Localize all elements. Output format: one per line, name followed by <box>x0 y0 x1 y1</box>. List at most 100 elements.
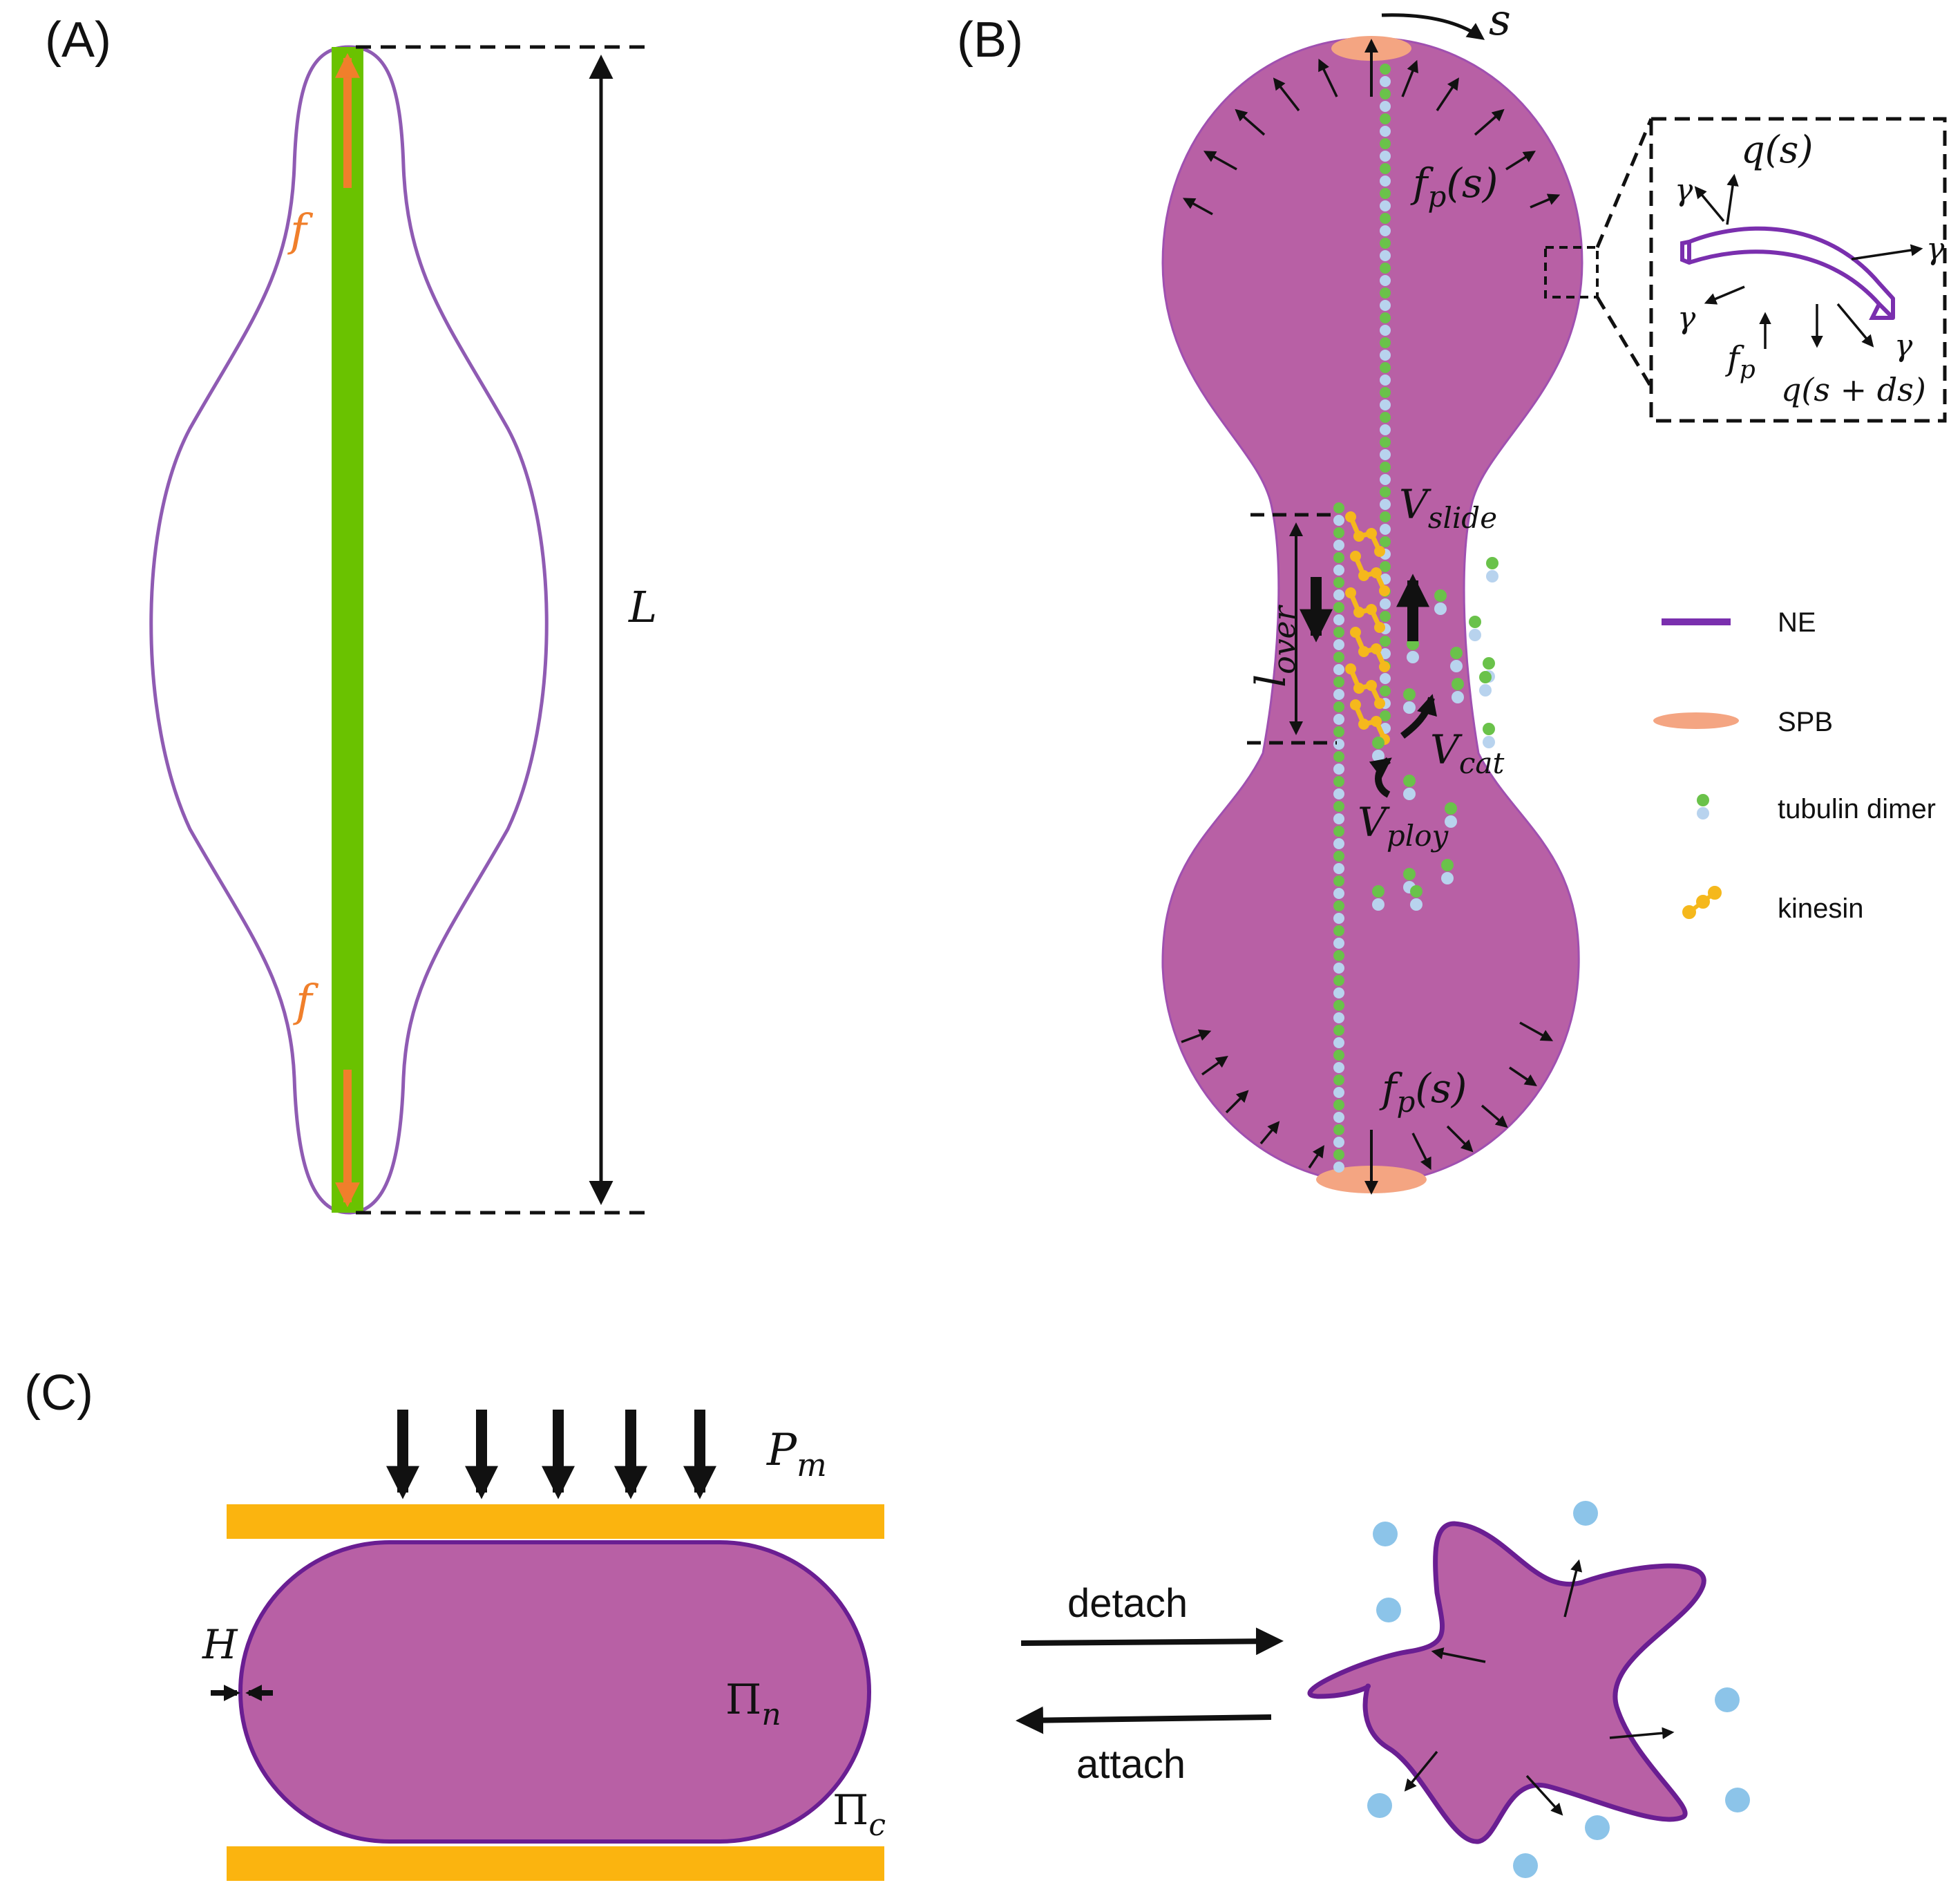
microtubule-dimer-right <box>1380 325 1391 336</box>
microtubule-dimer-right <box>1380 412 1391 423</box>
pressure-arrows-top <box>1182 58 1561 216</box>
microtubule-dimer-right <box>1380 350 1391 361</box>
catastrophe-velocity-label: Vcat <box>1430 726 1504 780</box>
inset-arrows <box>1694 173 1923 349</box>
microtubule-dimer-left <box>1333 1074 1344 1086</box>
panel-a-label: (A) <box>45 12 111 68</box>
inset-tension-label-1: γ <box>1675 173 1693 208</box>
microtubule-dimer-right <box>1380 499 1391 510</box>
free-tubulin-dimer <box>1372 885 1385 898</box>
microtubule-dimer-left <box>1333 627 1344 638</box>
microtubule-dimer-left <box>1333 1112 1344 1123</box>
kinesin-motors <box>1345 511 1390 745</box>
pressure-m-label: Pm <box>766 1425 827 1484</box>
inset-zoom-line-top <box>1595 118 1653 248</box>
legend-ne-label: NE <box>1778 607 1816 638</box>
microtubule-dimer-left <box>1333 1025 1344 1036</box>
microtubule-dimer-left <box>1333 851 1344 862</box>
free-tubulin-dimer <box>1403 775 1416 787</box>
free-tubulin-dimer <box>1441 872 1454 884</box>
legend: NE SPB tubulin dimer kinesin <box>1653 607 1936 924</box>
microtubule-dimer-left <box>1333 639 1344 650</box>
microtubule-dimer-left <box>1333 602 1344 613</box>
legend-spb-ellipse-icon <box>1653 712 1739 729</box>
free-tubulin-dimer <box>1483 723 1495 735</box>
microtubule-dimer-right <box>1380 636 1391 647</box>
osmolyte-particle <box>1376 1598 1401 1622</box>
microtubule-dimer-right <box>1380 113 1391 124</box>
microtubule-dimer-right <box>1380 200 1391 211</box>
microtubule-dimer-left <box>1333 975 1344 986</box>
microtubule-dimer-left <box>1333 1137 1344 1148</box>
microtubule-dimer-left <box>1333 900 1344 911</box>
microtubule-dimer-right <box>1380 250 1391 261</box>
free-tubulin-dimer <box>1450 647 1463 659</box>
compressed-nucleus <box>238 1540 871 1844</box>
microtubule-dimer-right <box>1380 213 1391 224</box>
arc-direction-arrow <box>1381 13 1485 40</box>
microtubule-dimer-left <box>1333 838 1344 849</box>
microtubule-dimer-left <box>1333 714 1344 725</box>
microtubule-dimer-right <box>1380 561 1391 572</box>
polymerization-velocity-label: Vploy <box>1358 799 1449 853</box>
microtubule-dimer-left <box>1333 1124 1344 1135</box>
free-tubulin-dimer <box>1450 660 1463 672</box>
pressure-arrows-bottom <box>1181 1021 1554 1171</box>
microtubule-dimer-left <box>1333 925 1344 936</box>
free-tubulin-dimer <box>1434 603 1447 615</box>
free-tubulin-dimer <box>1452 691 1464 703</box>
microtubule-dimer-right <box>1380 163 1391 174</box>
panel-c-label: (C) <box>24 1365 93 1421</box>
microtubule-dimer-left <box>1333 963 1344 974</box>
osmolyte-particle <box>1715 1687 1740 1712</box>
free-tubulin-dimer <box>1434 589 1447 602</box>
overlap-length-label: lover <box>1247 604 1302 688</box>
inset-source-box <box>1544 246 1599 299</box>
free-tubulin-dimer <box>1403 868 1416 880</box>
microtubule-dimer-left <box>1333 888 1344 899</box>
free-tubulin-dimer <box>1445 802 1457 815</box>
microtubule-dimer-left <box>1333 726 1344 737</box>
detach-arrow <box>1020 1627 1284 1656</box>
microtubule-dimer-right <box>1380 225 1391 236</box>
microtubule-dimer-left <box>1333 565 1344 576</box>
microtubule-dimer-left <box>1333 1012 1344 1023</box>
compression-arrows <box>386 1410 716 1499</box>
panel-b-label: (B) <box>957 12 1023 68</box>
microtubule-dimer-left <box>1333 515 1344 526</box>
microtubule-dimer-right <box>1380 486 1391 498</box>
microtubule-dimer-left <box>1333 527 1344 538</box>
microtubule-dimer-left <box>1333 1149 1344 1160</box>
legend-tubulin-label: tubulin dimer <box>1778 794 1936 824</box>
microtubule-dimer-right <box>1380 126 1391 137</box>
attach-label: attach <box>1076 1742 1186 1787</box>
microtubule-dimer-left <box>1333 577 1344 588</box>
microtubule-dimer-right <box>1380 685 1391 697</box>
kinesin-motor <box>1350 627 1390 672</box>
microtubule-dimer-left <box>1333 764 1344 775</box>
microtubule-dimer-right <box>1380 598 1391 609</box>
legend-tubulin-dimer-icon-lower <box>1697 807 1709 820</box>
microtubule-dimer-right <box>1380 238 1391 249</box>
microtubule-dimer-left <box>1333 589 1344 600</box>
free-tubulin-dimer <box>1483 657 1495 670</box>
force-label-top: f <box>287 205 314 256</box>
deformed-nucleus <box>1307 1521 1706 1844</box>
microtubule-dimer-left <box>1333 863 1344 874</box>
inset-pressure-label: fp <box>1725 339 1756 384</box>
osmolyte-particle <box>1367 1793 1392 1818</box>
legend-kinesin-icon <box>1682 886 1722 919</box>
microtubule-dimer-right <box>1380 101 1391 112</box>
microtubule-dimer-right <box>1380 673 1391 684</box>
microtubule-dimer-right <box>1380 710 1391 721</box>
microtubule-dimer-left <box>1333 540 1344 551</box>
microtubule-dimer-left <box>1333 689 1344 700</box>
free-tubulin-dimer <box>1445 815 1457 828</box>
microtubule-dimer-left <box>1333 913 1344 924</box>
free-tubulin-dimer <box>1486 557 1498 569</box>
legend-spb-label: SPB <box>1778 707 1833 737</box>
bottom-plate <box>227 1846 884 1881</box>
kinesin-motor <box>1350 551 1390 596</box>
microtubule-dimer-right <box>1380 64 1391 75</box>
microtubule-dimer-right <box>1380 337 1391 348</box>
